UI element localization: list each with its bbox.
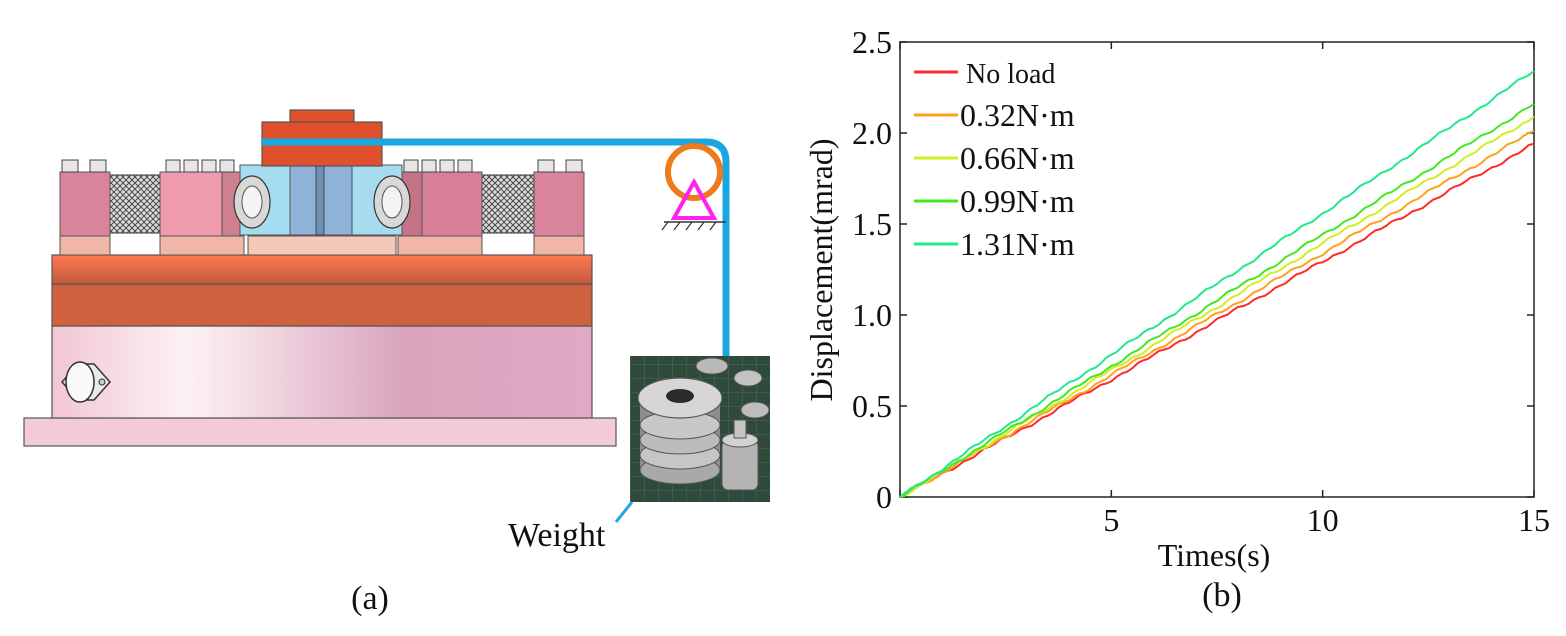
y-tick-label: 2.0 [852,115,892,151]
x-tick-label: 15 [1518,502,1550,538]
connector-icon [60,361,112,403]
series-line [899,70,1535,498]
legend-entry: 1.31N·m [960,226,1075,262]
support-icon [661,177,726,231]
pulley-icon [665,143,723,201]
x-axis: 5 10 15 [899,42,1550,538]
bolts [61,159,583,173]
x-tick-label: 5 [1103,502,1119,538]
spring-left [107,174,163,234]
upper-plate [51,254,593,285]
x-axis-label: Times(s) [1158,537,1271,573]
block-left-outer [59,171,111,237]
y-tick-label: 2.5 [852,24,892,60]
y-tick-label: 1.5 [852,206,892,242]
legend-entry: No load [966,59,1055,90]
legend-entry: 0.66N·m [960,140,1075,176]
series-line [899,130,1535,498]
bearing-icon [233,175,411,229]
legend-entry: 0.32N·m [960,97,1075,133]
y-axis: 0 0.5 1.0 1.5 2.0 2.5 [852,24,1534,515]
plot-frame [899,41,1535,498]
y-tick-label: 0 [876,479,892,515]
y-axis-label: Displacement(mrad) [803,139,839,402]
legend: No load 0.32N·m 0.66N·m 0.99N·m 1.31N·m [914,59,1075,262]
panel-a-caption: (a) [351,580,389,617]
panel-b-caption: (b) [1202,577,1242,614]
weight-leader [614,501,634,523]
base-flange [23,417,617,447]
mechanism-drawing [23,109,770,523]
y-tick-label: 0.5 [852,388,892,424]
legend-entry: 0.99N·m [960,183,1075,219]
y-tick-label: 1.0 [852,297,892,333]
series-line [899,115,1535,498]
base-housing [51,325,593,419]
displacement-chart: 5 10 15 0 0.5 1.0 1.5 2.0 2.5 No load 0.32N·m 0.6… [803,24,1550,573]
x-tick-label: 10 [1307,502,1339,538]
weight-photo [630,356,770,502]
block-right-outer [533,171,585,237]
series-lines [899,70,1535,498]
lower-plate [51,283,593,327]
cable [262,138,730,356]
weight-label: Weight [508,517,606,554]
spring-right [481,174,537,234]
series-line [899,103,1535,498]
